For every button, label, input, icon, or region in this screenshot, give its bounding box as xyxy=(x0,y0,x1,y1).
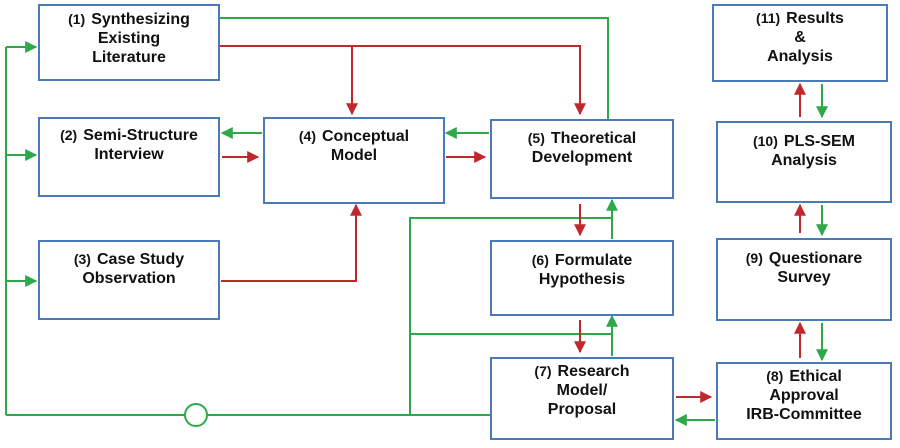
box-2-line-1: Semi-Structure xyxy=(83,127,198,144)
box-5-line-1: Theoretical xyxy=(550,130,637,147)
box-11-results-analysis: (11) Results & Analysis xyxy=(712,4,888,82)
box-8-line-1: Ethical xyxy=(789,368,842,385)
box-5-line-2: Development xyxy=(531,149,633,166)
box-11-number: (11) xyxy=(756,10,781,26)
box-10-line-2: Analysis xyxy=(771,152,837,169)
box-11-line-3: Analysis xyxy=(767,48,833,65)
box-9-questionare-survey: (9) Questionare Survey xyxy=(716,238,892,321)
box-3-number: (3) xyxy=(73,251,91,267)
red-b1-to-b5 xyxy=(220,45,586,116)
green-bus-junction-circle xyxy=(184,403,208,427)
box-4-conceptual-model: (4) Conceptual Model xyxy=(263,117,445,204)
box-5-number: (5) xyxy=(527,130,545,146)
box-1-line-2: Existing xyxy=(97,30,161,47)
box-10-line-1: PLS-SEM xyxy=(783,133,856,150)
box-9-line-1: Questionare xyxy=(768,250,863,267)
box-7-line-3: Proposal xyxy=(547,401,617,418)
box-6-line-1: Formulate xyxy=(554,252,633,269)
box-4-line-2: Model xyxy=(330,147,378,164)
box-6-line-2: Hypothesis xyxy=(538,271,626,288)
box-8-line-2: Approval xyxy=(769,387,839,404)
box-6-number: (6) xyxy=(531,252,549,268)
box-1-line-3: Literature xyxy=(92,49,166,66)
box-2-number: (2) xyxy=(60,127,78,143)
box-10-pls-sem-analysis: (10) PLS-SEM Analysis xyxy=(716,121,892,203)
green-b5-to-b1 xyxy=(220,17,609,119)
red-b3-to-b4 xyxy=(221,203,362,282)
green-diagonal-return xyxy=(409,217,612,415)
box-10-number: (10) xyxy=(752,133,778,149)
box-4-line-1: Conceptual xyxy=(322,128,410,145)
box-8-ethical-approval: (8) Ethical Approval IRB-Committee xyxy=(716,362,892,440)
box-1-number: (1) xyxy=(68,11,86,27)
box-7-line-1: Research xyxy=(557,363,630,380)
box-6-formulate-hypothesis: (6) Formulate Hypothesis xyxy=(490,240,674,316)
box-9-number: (9) xyxy=(745,250,763,266)
box-2-line-2: Interview xyxy=(94,146,164,163)
box-8-line-3: IRB-Committee xyxy=(746,406,862,423)
box-1-synthesizing-literature: (1) Synthesizing Existing Literature xyxy=(38,4,220,81)
box-2-semi-structure-interview: (2) Semi-Structure Interview xyxy=(38,117,220,197)
box-7-line-2: Model/ xyxy=(556,382,608,399)
box-3-case-study-observation: (3) Case Study Observation xyxy=(38,240,220,320)
box-4-number: (4) xyxy=(298,128,316,144)
box-3-line-2: Observation xyxy=(82,270,176,287)
box-8-number: (8) xyxy=(766,368,784,384)
box-11-line-2: & xyxy=(794,29,806,46)
box-3-line-1: Case Study xyxy=(96,251,185,268)
box-7-research-model-proposal: (7) Research Model/ Proposal xyxy=(490,357,674,440)
box-9-line-2: Survey xyxy=(777,269,831,286)
box-7-number: (7) xyxy=(534,363,552,379)
box-11-line-1: Results xyxy=(786,10,844,27)
box-1-line-1: Synthesizing xyxy=(91,11,190,28)
box-5-theoretical-development: (5) Theoretical Development xyxy=(490,119,674,199)
